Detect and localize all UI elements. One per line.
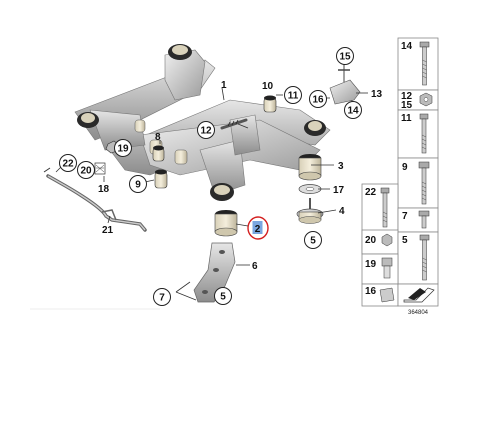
stabilizer-part-21	[43, 167, 147, 232]
label-part-13: 13	[371, 89, 383, 100]
label-part-10: 10	[262, 81, 274, 92]
mount-part-4	[296, 198, 324, 224]
label-part-15: 15	[339, 52, 351, 63]
sidebar-label-14: 14	[401, 41, 413, 52]
label-part-5-lower: 5	[220, 292, 226, 303]
sidebar-label-15: 15	[401, 100, 413, 111]
bushing-part-2	[214, 210, 238, 237]
callout-part-2-highlight: 2	[235, 216, 269, 240]
callouts: 1 3 17 4 6 8 13 18 21 10 11 12 9 19 22	[59, 47, 383, 306]
sidebar-bolt-5	[419, 234, 430, 281]
callout-part-11: 11	[284, 86, 302, 104]
callout-part-7: 7	[153, 288, 171, 306]
label-part-7: 7	[159, 293, 165, 304]
bracket-part-16	[329, 62, 361, 105]
sidebar-nut-12-15	[419, 92, 433, 107]
label-part-11: 11	[288, 91, 299, 102]
callout-part-16: 16	[309, 90, 327, 108]
sidebar-label-11: 11	[401, 113, 412, 124]
label-part-1: 1	[221, 80, 227, 91]
label-part-2: 2	[255, 224, 261, 235]
sidebar-nut-20	[381, 233, 393, 247]
sidebar-bolt-14	[419, 41, 430, 86]
mount-part-9	[154, 169, 168, 189]
sidebar-label-7: 7	[402, 211, 408, 222]
sidebar-bolt-7	[418, 210, 430, 229]
label-part-6: 6	[252, 261, 258, 272]
label-part-8: 8	[155, 132, 161, 143]
sidebar-labels: 14 12 15 11 9 22 7 20 5 19 16	[365, 41, 413, 297]
label-part-4: 4	[339, 206, 345, 217]
sidebar-label-9: 9	[402, 162, 408, 173]
callout-part-5-upper: 5	[304, 231, 322, 249]
callout-part-5-lower: 5	[214, 287, 232, 305]
callout-part-20: 20	[77, 161, 95, 179]
sidebar-label-16: 16	[365, 286, 377, 297]
callout-part-9: 9	[129, 175, 147, 193]
sidebar-label-20: 20	[365, 235, 377, 246]
sidebar-arrow-icon	[403, 287, 435, 303]
label-part-14: 14	[347, 106, 359, 117]
sidebar-label-19: 19	[365, 259, 377, 270]
highlight-ring	[247, 216, 269, 240]
label-part-3: 3	[338, 161, 344, 172]
bushing-part-3	[298, 154, 322, 181]
label-part-12: 12	[200, 126, 212, 137]
label-part-21: 21	[102, 225, 114, 236]
bracket-part-6	[193, 242, 236, 303]
subframe-illustration	[74, 44, 331, 201]
bolt-part-12	[220, 118, 248, 130]
label-part-18: 18	[98, 184, 110, 195]
label-part-22: 22	[62, 159, 74, 170]
label-part-20: 20	[80, 166, 92, 177]
sidebar-label-12: 12	[401, 91, 413, 102]
sidebar-label-5: 5	[402, 235, 408, 246]
sidebar-bolt-9	[418, 161, 430, 205]
callout-part-15: 15	[336, 47, 354, 65]
sidebar-bolt-22	[380, 187, 390, 228]
drawing-number: 364804	[408, 310, 429, 316]
callout-part-22: 22	[59, 154, 77, 172]
parts-sidebar: 14 12 15 11 9 22 7 20 5 19 16 364804	[361, 37, 439, 316]
callout-part-19: 19	[114, 139, 132, 157]
mount-part-10	[263, 95, 277, 113]
sidebar-label-22: 22	[365, 187, 377, 198]
callout-part-12: 12	[197, 121, 215, 139]
sidebar-bolt-11	[419, 113, 429, 154]
sidebar-clip-16	[379, 287, 395, 303]
clip-part-20	[94, 162, 106, 175]
callout-part-14: 14	[344, 101, 362, 119]
sidebar-nut-19	[381, 257, 393, 279]
label-part-17: 17	[333, 185, 345, 196]
washer-part-17	[298, 184, 322, 194]
mount-part-8	[152, 145, 165, 162]
label-part-9: 9	[135, 180, 141, 191]
label-part-16: 16	[312, 95, 324, 106]
label-part-19: 19	[117, 144, 129, 155]
label-part-5-upper: 5	[310, 236, 316, 247]
